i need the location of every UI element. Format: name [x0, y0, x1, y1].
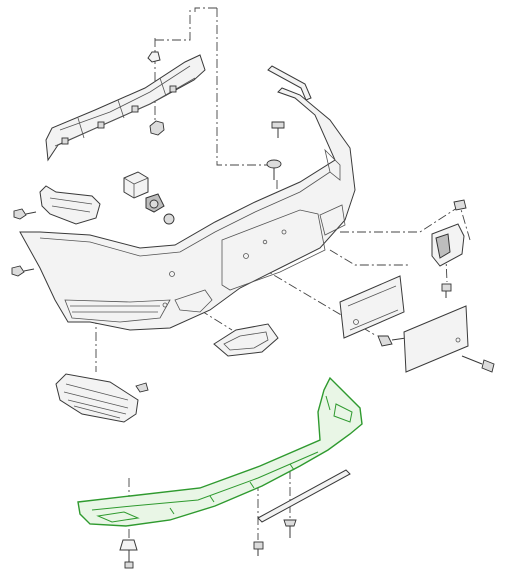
hex-nut	[149, 120, 165, 136]
parking-sensor	[145, 193, 165, 213]
lower-trim-strip	[257, 469, 351, 523]
lamp-screw	[453, 199, 467, 211]
side-trim-strip	[267, 65, 312, 101]
sensor-bracket	[123, 171, 149, 199]
grille-insert	[55, 373, 139, 423]
rear-reflector	[213, 323, 279, 357]
bumper-cover	[19, 87, 356, 331]
grille-clip	[135, 382, 149, 393]
plate-screw-right	[461, 355, 495, 373]
lower-bolt-center	[253, 541, 264, 556]
impact-beam-bracket	[45, 54, 206, 162]
license-plate	[403, 305, 469, 373]
screw-left-upper	[13, 208, 37, 220]
lamp-clip	[441, 283, 452, 298]
screw-left-lower	[11, 265, 35, 277]
plate-screw-left	[377, 335, 407, 347]
lower-spoiler-lip	[77, 376, 363, 527]
lower-clip-left	[119, 539, 138, 569]
license-plate-bracket	[339, 275, 405, 339]
bolt-upper-right	[271, 121, 285, 138]
sensor-ring	[163, 213, 175, 225]
left-side-bracket	[39, 185, 101, 225]
lower-rivet-right	[283, 519, 297, 538]
side-marker-lamp	[431, 223, 465, 267]
push-pin-clip	[266, 159, 282, 180]
top-clip	[147, 51, 161, 63]
